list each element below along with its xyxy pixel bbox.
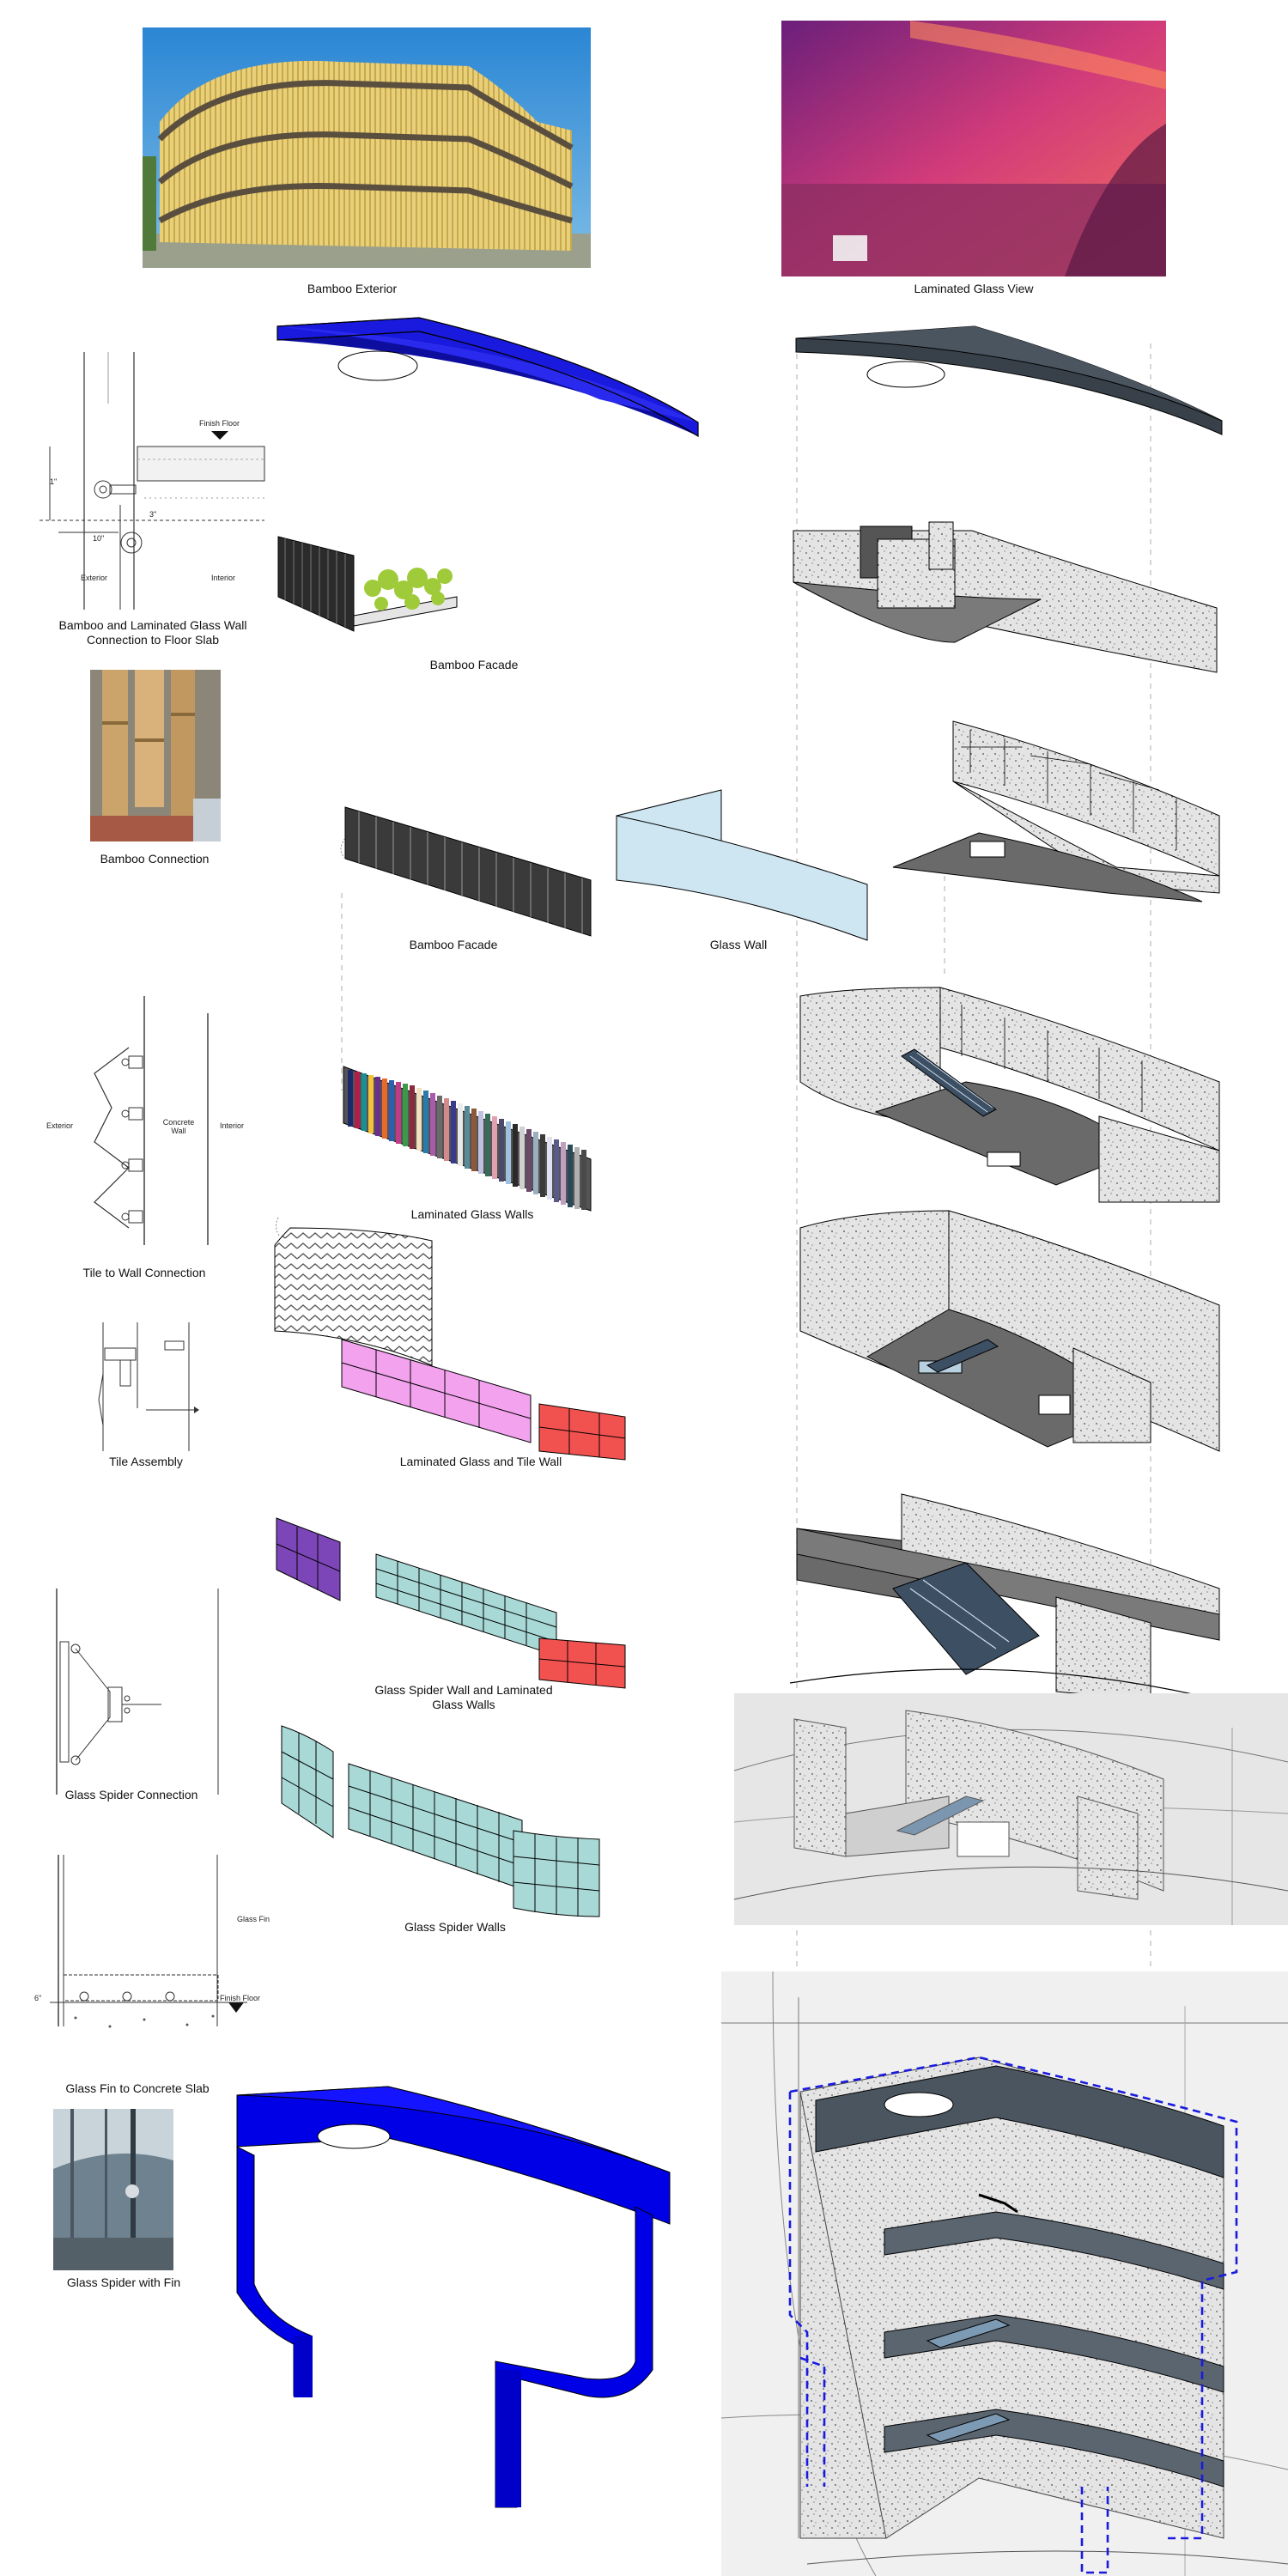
caption-wall-connection-line1: Bamboo and Laminated Glass Wall	[58, 618, 247, 632]
glass-fin-slab-detail	[50, 1855, 247, 2028]
caption-bamboo-exterior: Bamboo Exterior	[307, 282, 398, 295]
gray-roof-slab	[795, 325, 1223, 435]
note-concrete-wall: Concrete Wall	[162, 1118, 195, 1135]
caption-wall-connection: Bamboo and Laminated Glass Wall Connecti…	[41, 618, 264, 647]
bamboo-facade-strip	[340, 806, 592, 937]
tile-wall-connection-detail	[94, 996, 209, 1245]
bamboo-facade-small	[277, 536, 458, 632]
caption-glass-spider-with-fin: Glass Spider with Fin	[66, 2275, 181, 2289]
context-render-1-lines	[733, 1710, 1288, 1925]
caption-glass-spider-walls: Glass Spider Walls	[404, 1920, 506, 1934]
caption-glass-spider-connection: Glass Spider Connection	[64, 1788, 198, 1801]
floor-module-4	[799, 1210, 1220, 1452]
glass-spider-walls	[281, 1725, 600, 1917]
note-finish-floor: Finish Floor	[199, 419, 240, 428]
laminated-glass-tile-wall	[274, 1217, 626, 1461]
note-dim-6in: 6"	[34, 1994, 42, 2002]
note-exterior: Exterior	[81, 574, 108, 582]
floor-module-5-escalator	[789, 1493, 1220, 1701]
caption-spider-laminated: Glass Spider Wall and Laminated Glass Wa…	[361, 1683, 567, 1712]
laminated-glass-view-photo	[781, 21, 1166, 276]
caption-bamboo-facade-mid: Bamboo Facade	[409, 938, 498, 951]
caption-spider-laminated-line2: Glass Walls	[432, 1698, 495, 1711]
caption-tile-assembly: Tile Assembly	[109, 1455, 183, 1468]
floor-module-2	[892, 720, 1220, 902]
note-tile-exterior: Exterior	[46, 1121, 74, 1130]
caption-bamboo-facade-top: Bamboo Facade	[429, 658, 519, 671]
note-dim-1in: 1"	[50, 477, 58, 486]
caption-glass-fin-to-slab: Glass Fin to Concrete Slab	[65, 2081, 210, 2095]
note-finish-floor-2: Finish Floor	[220, 1994, 261, 2002]
floor-module-3-escalator	[799, 987, 1220, 1203]
glass-spider-laminated-walls	[276, 1517, 626, 1689]
note-dim-3in: 3"	[149, 510, 157, 519]
note-dim-10in: 10"	[93, 534, 105, 543]
caption-laminated-glass-tile-wall: Laminated Glass and Tile Wall	[399, 1455, 562, 1468]
bamboo-connection-photo	[90, 670, 221, 841]
glass-wall-piece	[616, 789, 868, 941]
caption-laminated-glass-view: Laminated Glass View	[914, 282, 1034, 295]
caption-bamboo-connection: Bamboo Connection	[100, 852, 210, 866]
floor-module-1	[793, 521, 1218, 673]
note-interior: Interior	[211, 574, 236, 582]
caption-glass-wall: Glass Wall	[709, 938, 768, 951]
wall-connection-detail	[39, 352, 265, 610]
context-render-final-lines	[720, 1971, 1288, 2576]
blue-roof-slab	[276, 317, 699, 438]
note-glass-fin: Glass Fin	[237, 1915, 270, 1923]
tile-assembly-detail	[98, 1322, 199, 1451]
blue-structure-frame	[236, 2086, 671, 2508]
glass-spider-fin-photo	[53, 2109, 173, 2270]
caption-tile-to-wall: Tile to Wall Connection	[82, 1266, 206, 1279]
bamboo-exterior-photo	[143, 27, 591, 268]
laminated-glass-walls	[343, 1066, 592, 1212]
note-tile-interior: Interior	[220, 1121, 245, 1130]
caption-spider-laminated-line1: Glass Spider Wall and Laminated	[374, 1683, 553, 1697]
glass-spider-connection-detail	[56, 1589, 219, 1795]
caption-wall-connection-line2: Connection to Floor Slab	[86, 633, 220, 647]
caption-laminated-glass-walls: Laminated Glass Walls	[410, 1207, 534, 1221]
